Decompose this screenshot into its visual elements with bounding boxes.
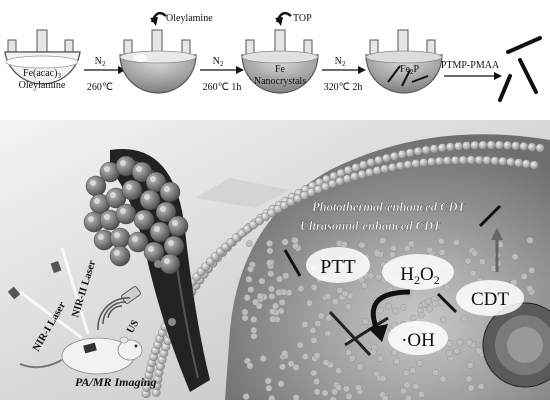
svg-text:N2: N2	[95, 56, 106, 68]
step2-gas-sub: 2	[220, 60, 224, 68]
flask1-label-line1: Fe(acac)	[23, 68, 57, 79]
oleylamine-label: Oleylamine	[166, 13, 213, 24]
arrow-step-3: N2 320℃ 2h	[322, 56, 366, 93]
nanoparticle-illustration	[83, 149, 290, 392]
flask4-label-end: P	[414, 64, 420, 75]
svg-text:Fe(acac)3: Fe(acac)3	[23, 68, 61, 80]
h2o2-mid: O	[420, 264, 434, 285]
svg-text:H2O2: H2O2	[400, 264, 439, 287]
ultrasound-cdt-label: Ultrasound-enhanced CDT	[300, 219, 442, 233]
flask4-label-sub: 2	[410, 68, 414, 76]
step1-gas-sub: 2	[102, 60, 106, 68]
mouse-illustration	[19, 336, 143, 375]
flask4-label: Fe	[400, 64, 411, 75]
flask-3: TOP Fe Nanocrystals	[241, 11, 319, 94]
arrow-step-1: N2 260℃	[84, 56, 126, 93]
pa-mr-imaging-label: PA/MR Imaging	[75, 375, 156, 389]
ptt-label: PTT	[320, 256, 356, 278]
svg-text:Fe2P: Fe2P	[400, 64, 420, 76]
fe2p-nanorods-product	[498, 36, 542, 102]
flask-1: Fe(acac)3 Oleylamine	[4, 29, 81, 91]
arrow-step-2: N2 260℃ 1h	[200, 56, 244, 93]
particle-clusters	[83, 155, 189, 275]
step3-temp: 320℃ 2h	[324, 82, 363, 93]
flask3-label-line2: Nanocrystals	[254, 76, 306, 87]
svg-text:N2: N2	[335, 56, 346, 68]
flask-4: Fe2P	[365, 29, 443, 94]
ultrasound-probe	[97, 286, 141, 331]
flask3-label-line1: Fe	[275, 64, 286, 75]
step3-gas-sub: 2	[342, 60, 346, 68]
h2o2-sub2: 2	[434, 273, 440, 287]
step2-temp: 260℃ 1h	[203, 82, 242, 93]
svg-text:N2: N2	[213, 56, 224, 68]
cdt-arrow	[491, 228, 503, 272]
nir1-laser-device	[7, 286, 21, 300]
flask-2: Oleylamine	[119, 11, 213, 94]
photothermal-cdt-label: Photothermal-enhanced CDT	[312, 200, 466, 214]
tumor-sphere	[482, 302, 550, 388]
h2o2-sub1: 2	[414, 273, 420, 287]
synthesis-scheme: Fe(acac)3 Oleylamine N2 260℃ Oleylamine	[4, 11, 542, 102]
step3-gas: N	[335, 56, 342, 67]
arrow-step-4: PTMP-PMAA	[441, 60, 502, 80]
h2o2-label: H	[400, 264, 414, 285]
cdt-label: CDT	[471, 289, 509, 310]
step4-label: PTMP-PMAA	[441, 60, 500, 71]
flask1-label-line2: Oleylamine	[19, 80, 66, 91]
catalysis-arrow	[368, 289, 411, 342]
top-label: TOP	[293, 13, 312, 24]
flask1-label-sub: 3	[57, 72, 61, 80]
hydroxyl-radical-label: ·OH	[401, 330, 435, 351]
step1-gas: N	[95, 56, 102, 67]
step2-gas: N	[213, 56, 220, 67]
intracellular-nanorods	[283, 204, 502, 357]
step1-temp: 260℃	[87, 82, 113, 93]
nir2-laser-device	[50, 260, 62, 274]
